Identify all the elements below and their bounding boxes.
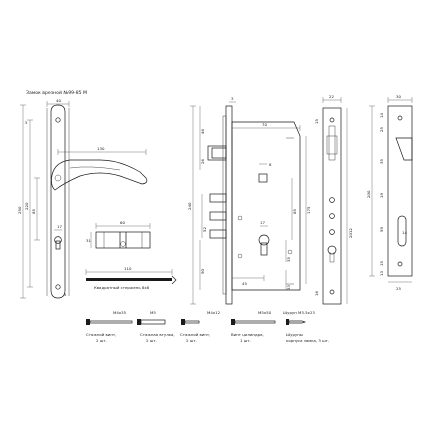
hardware-3-label: Стяжной винт, [180,332,210,337]
hardware-5-qty: корпуса замка, 3 шт. [286,338,329,343]
strike-width-label: 30 [396,94,401,99]
strike-dim-25b-label: 25 [396,286,401,291]
strike-dim-13-label: 13 [379,271,384,276]
handle-dim-5-label: 5 [25,120,28,125]
cylinder-length-label: 60 [120,220,125,225]
grip-length-label: 130 [97,146,105,151]
hardware-item-3: M4х12 Стяжной винт, 2 шт. [180,310,221,343]
strike-dim-59-label: 59 [379,227,384,232]
handle-height-label: 250 [17,206,22,214]
faceplate-dim-15-label: 15 [314,119,319,124]
hardware-5-label: Шурупы [286,332,303,337]
hardware-4-label: Винт цилиндра, [231,332,264,337]
strike-view: 30 200 14 25 35 19 59 14 15 13 25 [366,94,413,291]
body-dim-26-label: 26 [200,159,205,164]
body-dim-17-label: 17 [260,220,265,225]
handle-width-label: 40 [56,98,61,103]
body-dim-35-label: 35 [286,257,291,262]
spindle-caption: Квадратный стержень 8х8 [94,285,150,290]
body-dim-175-label: 175 [306,206,311,214]
body-dim-45-label: 45 [242,281,247,286]
strike-dim-14b-label: 14 [402,230,407,235]
body-dim-46-label: 46 [200,129,205,134]
handle-dim-s-label: 5 [64,292,67,297]
handle-dim-17-label: 17 [57,224,62,229]
faceplate-view: 22 2012 15 16 [314,94,353,305]
body-dim-8-label: 8 [269,162,272,167]
hardware-3-size: M4х12 [207,310,221,315]
strike-dim-25-label: 25 [379,127,384,132]
handle-dim-85-label: 85 [31,209,36,214]
strike-dim-35-label: 35 [379,159,384,164]
body-dim-90-label: 90 [200,269,205,274]
handle-dim-220-label: 220 [24,202,29,210]
hardware-item-1: M4х35 Стяжной винт, 2 шт. [86,310,133,343]
lock-body-view: 3 70 240 46 26 8 85 175 52 90 17 45 35 3… [187,96,311,305]
hardware-2-label: Стяжная втулка, [140,332,175,337]
hardware-1-size: M4х35 [113,310,127,315]
body-height-label: 240 [187,202,192,210]
hardware-4-size: M5х50 [258,310,272,315]
cylinder-view: 60 31 [86,220,151,249]
body-top-3-label: 3 [231,96,234,101]
hardware-2-qty: 2 шт. [146,338,157,343]
cylinder-height-label: 31 [86,238,91,243]
faceplate-dim-16-label: 16 [314,291,319,296]
strike-dim-14-label: 14 [379,113,384,118]
hardware-4-qty: 1 шт. [240,338,251,343]
body-dim-85-label: 85 [292,209,297,214]
hardware-1-qty: 2 шт. [96,338,107,343]
faceplate-width-label: 22 [329,94,334,99]
hardware-item-2: M5 Стяжная втулка, 2 шт. [137,310,175,343]
body-dim-52-label: 52 [202,227,207,232]
backset-label: 70 [262,122,267,127]
spindle-length-label: 110 [124,266,132,271]
faceplate-height-label: 2012 [348,228,353,238]
hardware-item-5: Шуруп M3.5х23 Шурупы корпуса замка, 3 шт… [283,310,329,343]
strike-dim-15-label: 15 [379,261,384,266]
handle-view: 40 250 220 85 5 5 130 17 [17,98,148,299]
hardware-2-size: M5 [150,310,156,315]
hardware-5-size: Шуруп M3.5х23 [283,310,315,315]
strike-height-label: 200 [366,190,371,198]
hardware-row: M4х35 Стяжной винт, 2 шт. M5 Стяжная вту… [86,310,329,343]
hardware-3-qty: 2 шт. [186,338,197,343]
body-dim-33-label: 33 [286,285,291,290]
drawing-title: Замок врезной №99-85 М [26,89,87,96]
hardware-item-4: M5х50 Винт цилиндра, 1 шт. [231,310,276,343]
strike-dim-19-label: 19 [379,193,384,198]
spindle-view: 110 Квадратный стержень 8х8 [85,266,177,290]
hardware-1-label: Стяжной винт, [86,332,116,337]
